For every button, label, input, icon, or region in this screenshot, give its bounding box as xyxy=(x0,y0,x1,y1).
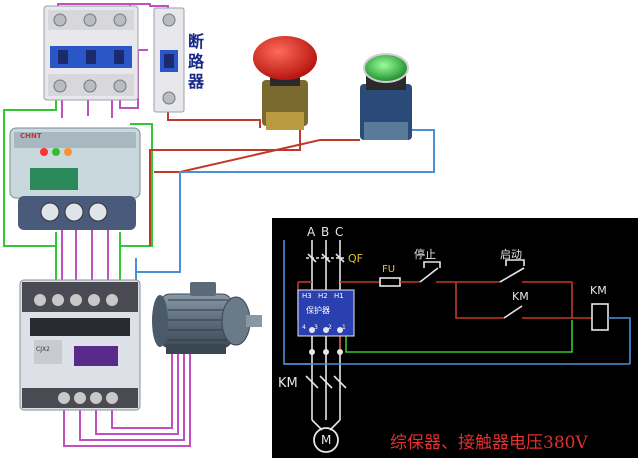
motor-m-label: M xyxy=(321,433,332,447)
fu-label: FU xyxy=(382,264,396,275)
schematic-panel xyxy=(272,218,638,458)
motor xyxy=(152,282,262,354)
start-label: 启动 xyxy=(500,248,522,261)
contactor-model: CJX2 xyxy=(36,346,50,353)
qf-label: QF xyxy=(348,252,363,265)
stop-button xyxy=(253,36,317,130)
km-contact-label: KM xyxy=(512,290,529,303)
motor-protector xyxy=(9,127,141,230)
terminal-4: 4 xyxy=(302,324,306,331)
stop-label: 停止 xyxy=(414,248,436,261)
terminal-h3: H3 xyxy=(302,292,312,300)
phase-b-label: B xyxy=(321,225,330,239)
protector-brand: CHNT xyxy=(20,132,42,140)
voltage-caption: 综保器、接触器电压380V xyxy=(390,433,588,453)
three-pole-breaker xyxy=(43,5,139,101)
protector-name: 保护器 xyxy=(306,306,330,315)
motor-symbol xyxy=(313,427,339,453)
km-main-label: KM xyxy=(278,376,298,391)
phase-c-label: C xyxy=(335,225,344,239)
phase-a-label: A xyxy=(307,225,316,239)
breaker-label-2: 路 xyxy=(188,52,205,71)
terminal-h1: H1 xyxy=(334,292,344,300)
start-button xyxy=(360,53,412,140)
terminal-3: 3 xyxy=(314,324,318,331)
control-breaker xyxy=(153,7,185,113)
breaker-label-3: 器 xyxy=(188,72,205,91)
terminal-1: 1 xyxy=(342,324,346,331)
terminal-h2: H2 xyxy=(318,292,328,300)
breaker-label-1: 断 xyxy=(188,32,205,51)
contactor xyxy=(19,279,141,411)
terminal-2: 2 xyxy=(328,324,332,331)
km-coil-label: KM xyxy=(590,284,607,297)
